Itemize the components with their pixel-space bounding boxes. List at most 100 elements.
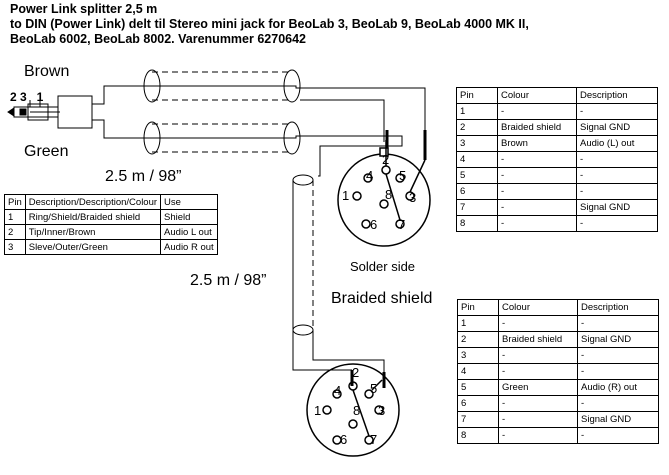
table-cell: Shield — [160, 209, 218, 225]
table-row: 5-- — [456, 167, 658, 184]
title-line-2: to DIN (Power Link) delt til Stereo mini… — [10, 17, 529, 31]
table-cell: - — [577, 347, 659, 364]
table-cell: Signal GND — [577, 411, 659, 428]
table-cell: Tip/Inner/Brown — [24, 224, 162, 240]
jack-wires — [92, 85, 426, 177]
table-cell: - — [498, 363, 578, 380]
table-cell: - — [498, 411, 578, 428]
table-row: 4-- — [456, 151, 658, 168]
table-cell: - — [577, 363, 659, 380]
table-cell: - — [497, 215, 577, 232]
table-cell: 3 — [456, 135, 498, 152]
din2-pin-2: 2 — [352, 365, 360, 380]
din1-pin-8: 8 — [385, 187, 393, 202]
table-row: 3-- — [457, 347, 659, 364]
table-row: 6-- — [456, 183, 658, 200]
shielded-cable-vertical — [292, 174, 385, 380]
page-title: Power Link splitter 2,5 m to DIN (Power … — [10, 2, 529, 47]
table-cell: 3 — [457, 347, 499, 364]
table-cell: - — [577, 427, 659, 444]
table-row: 4-- — [457, 363, 659, 380]
table-cell: Audio L out — [160, 224, 218, 240]
table-cell: 1 — [457, 315, 499, 332]
table-cell: Signal GND — [576, 199, 658, 216]
din1-pin-4: 4 — [366, 168, 374, 183]
table-cell: - — [576, 215, 658, 232]
din2-pin-4: 4 — [334, 383, 342, 398]
din2-pin-8: 8 — [353, 403, 361, 418]
table-cell: - — [497, 183, 577, 200]
shielded-cable-top — [143, 69, 301, 155]
table-cell: - — [498, 395, 578, 412]
table-cell: Brown — [497, 135, 577, 152]
din-connector-top — [337, 140, 431, 247]
table-row: 7-Signal GND — [456, 199, 658, 216]
table-cell: Signal GND — [576, 119, 658, 136]
solder-side-label: Solder side — [350, 259, 416, 274]
table-cell: 8 — [457, 427, 499, 444]
table-cell: - — [498, 347, 578, 364]
table-cell: - — [576, 151, 658, 168]
table-cell: 6 — [456, 183, 498, 200]
din1-pin-3: 3 — [409, 190, 417, 205]
din1-pin-6: 6 — [370, 217, 378, 232]
table-header-row: Pin Description/Description/Colour Use — [4, 194, 218, 210]
table-cell: - — [576, 103, 658, 120]
table-header: Description/Description/Colour — [24, 194, 162, 210]
din2-pin-5: 5 — [370, 381, 378, 396]
jack-pin-table: Pin Description/Description/Colour Use 1… — [4, 194, 218, 255]
table-cell: 5 — [457, 379, 499, 396]
cable-length-middle: 2.5 m / 98” — [190, 272, 267, 289]
table-row: 1-- — [456, 103, 658, 120]
din2-pin-7: 7 — [370, 432, 378, 447]
din2-pin-1: 1 — [314, 403, 322, 418]
table-row: 7-Signal GND — [457, 411, 659, 428]
table-cell: - — [498, 315, 578, 332]
table-cell: Braided shield — [497, 119, 577, 136]
table-cell: Audio (L) out — [576, 135, 658, 152]
table-cell: - — [497, 103, 577, 120]
table-cell: Audio (R) out — [577, 379, 659, 396]
din-pin-leads — [350, 130, 427, 388]
table-header: Use — [160, 194, 218, 210]
din1-pin-5: 5 — [399, 168, 407, 183]
braided-shield-label: Braided shield — [331, 290, 433, 307]
table-cell: Braided shield — [498, 331, 578, 348]
table-cell: 8 — [456, 215, 498, 232]
table-cell: 2 — [457, 331, 499, 348]
table-cell: Signal GND — [577, 331, 659, 348]
table-cell: - — [577, 315, 659, 332]
table-cell: 2 — [456, 119, 498, 136]
table-row: 6-- — [457, 395, 659, 412]
table-row: 1-- — [457, 315, 659, 332]
table-header-row: Pin Colour Description — [456, 87, 658, 104]
table-cell: - — [497, 167, 577, 184]
cable-length-top: 2.5 m / 98” — [105, 168, 182, 185]
table-cell: 1 — [4, 209, 26, 225]
din2-pin-6: 6 — [340, 432, 348, 447]
table-header: Pin — [4, 194, 26, 210]
table-cell: Sleve/Outer/Green — [24, 239, 162, 255]
table-cell: 7 — [456, 199, 498, 216]
table-header: Colour — [498, 299, 578, 316]
table-cell: 5 — [456, 167, 498, 184]
table-cell: 3 — [4, 239, 26, 255]
table-row: 2 Tip/Inner/Brown Audio L out — [4, 224, 218, 240]
table-cell: - — [577, 395, 659, 412]
table-cell: - — [497, 199, 577, 216]
table-cell: 2 — [4, 224, 26, 240]
table-cell: 7 — [457, 411, 499, 428]
table-cell: - — [576, 183, 658, 200]
table-header: Pin — [457, 299, 499, 316]
table-row: 3 Sleve/Outer/Green Audio R out — [4, 239, 218, 255]
brown-wire-label: Brown — [24, 63, 70, 80]
table-cell: 6 — [457, 395, 499, 412]
din1-pin-1: 1 — [342, 188, 350, 203]
table-header: Description — [577, 299, 659, 316]
